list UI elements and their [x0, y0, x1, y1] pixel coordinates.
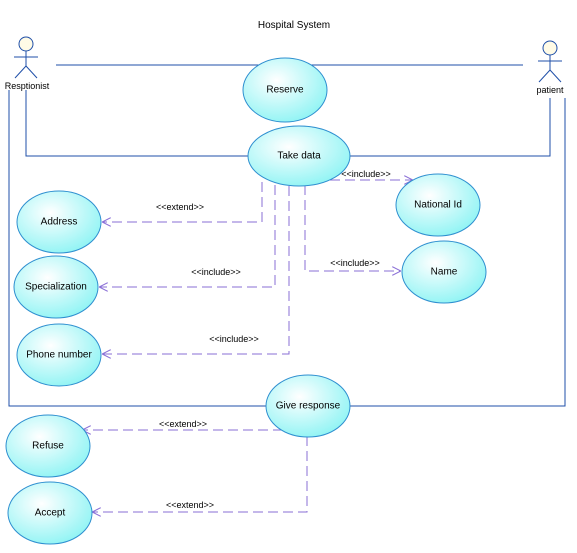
dep-phone-number [103, 186, 290, 354]
dep-accept [93, 436, 308, 512]
use-case-label: Address [41, 217, 78, 228]
dep-label-phone-number: <<include>> [209, 334, 259, 344]
dependency-lines [83, 180, 412, 512]
use-case-label: Specialization [25, 282, 87, 293]
dep-label-national-id: <<include>> [341, 169, 391, 179]
use-case-give-response[interactable]: Give response [265, 374, 351, 438]
use-case-label: National Id [414, 200, 462, 211]
dep-label-refuse: <<extend>> [159, 419, 207, 429]
use-case-take-data[interactable]: Take data [247, 125, 351, 187]
dependency-labels: <<extend>> <<include>> <<include>> <<inc… [156, 169, 391, 510]
use-case-name[interactable]: Name [401, 240, 487, 304]
dep-label-name: <<include>> [330, 258, 380, 268]
actor-label: patient [536, 85, 564, 95]
use-case-label: Give response [276, 401, 341, 412]
dep-label-address: <<extend>> [156, 202, 204, 212]
use-case-specialization[interactable]: Specialization [13, 255, 99, 319]
dep-label-accept: <<extend>> [166, 500, 214, 510]
use-case-label: Phone number [26, 350, 92, 361]
use-case-accept[interactable]: Accept [7, 481, 93, 545]
actor-patient[interactable]: patient [536, 40, 564, 95]
assoc-receptionist-give-response [8, 90, 268, 407]
use-case-refuse[interactable]: Refuse [5, 414, 91, 478]
use-case-national-id[interactable]: National Id [395, 173, 481, 237]
use-case-reserve[interactable]: Reserve [242, 57, 328, 123]
actor-receptionist[interactable]: Resptionist [5, 36, 50, 91]
assoc-receptionist-take-data [25, 90, 249, 157]
diagram-title: Hospital System [258, 20, 330, 31]
stick-figure-icon [538, 40, 562, 83]
dep-specialization [100, 185, 276, 287]
use-case-label: Refuse [32, 441, 64, 452]
actor-label: Resptionist [5, 81, 50, 91]
use-case-label: Accept [35, 508, 66, 519]
assoc-patient-give-response [349, 98, 566, 407]
use-case-label: Name [431, 267, 458, 278]
dep-address [103, 182, 263, 222]
assoc-patient-take-data [350, 98, 551, 157]
use-case-address[interactable]: Address [16, 190, 102, 254]
use-case-label: Take data [277, 151, 321, 162]
stick-figure-icon [14, 36, 38, 79]
dep-label-specialization: <<include>> [191, 267, 241, 277]
use-case-phone-number[interactable]: Phone number [16, 323, 102, 387]
use-case-label: Reserve [266, 85, 304, 96]
